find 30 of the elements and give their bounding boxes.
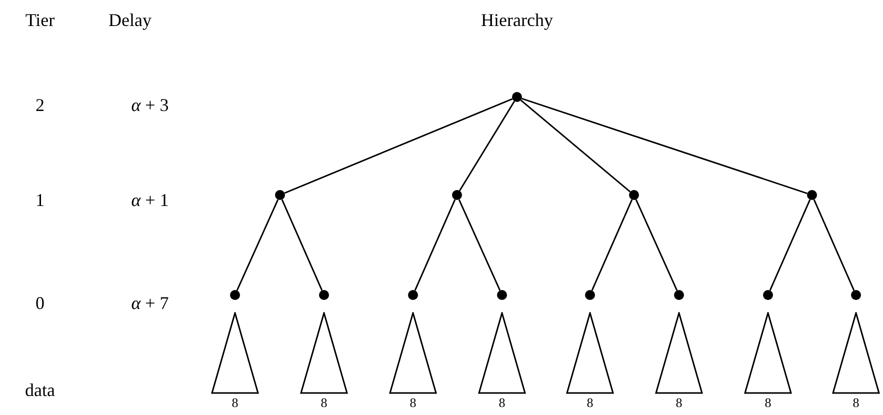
leaf-count: 8 bbox=[764, 396, 772, 409]
row-label: 2 bbox=[36, 96, 44, 114]
leaf-count: 8 bbox=[586, 396, 594, 409]
row-label: Hierarchy bbox=[481, 11, 553, 29]
row-label: α + 1 bbox=[131, 191, 169, 209]
tree-edge bbox=[284, 98, 513, 194]
tree-edge bbox=[414, 199, 456, 291]
tree-edge bbox=[281, 199, 323, 291]
row-label: α + 3 bbox=[131, 96, 169, 114]
tree-edge bbox=[769, 199, 811, 291]
tree-edge bbox=[591, 199, 633, 291]
row-label: 1 bbox=[36, 191, 44, 209]
leaf-count: 8 bbox=[320, 396, 328, 409]
leaf-count: 8 bbox=[852, 396, 860, 409]
leaf-count: 8 bbox=[408, 396, 418, 409]
leaf-count: 8 bbox=[230, 396, 240, 409]
row-label: Tier bbox=[25, 11, 55, 29]
tree-edge bbox=[458, 100, 516, 192]
tree-edge bbox=[520, 100, 631, 192]
tree-edge bbox=[458, 199, 501, 291]
row-label: α + 7 bbox=[131, 294, 169, 312]
row-label: data bbox=[25, 381, 55, 399]
row-label: Delay bbox=[108, 11, 152, 29]
tree-edge bbox=[813, 199, 855, 291]
tree-edge bbox=[522, 98, 808, 194]
leaf-count: 8 bbox=[498, 396, 506, 409]
tree-edge bbox=[635, 199, 678, 291]
tree-edge bbox=[236, 199, 279, 291]
leaf-count: 8 bbox=[674, 396, 684, 409]
row-label: 0 bbox=[36, 294, 44, 312]
